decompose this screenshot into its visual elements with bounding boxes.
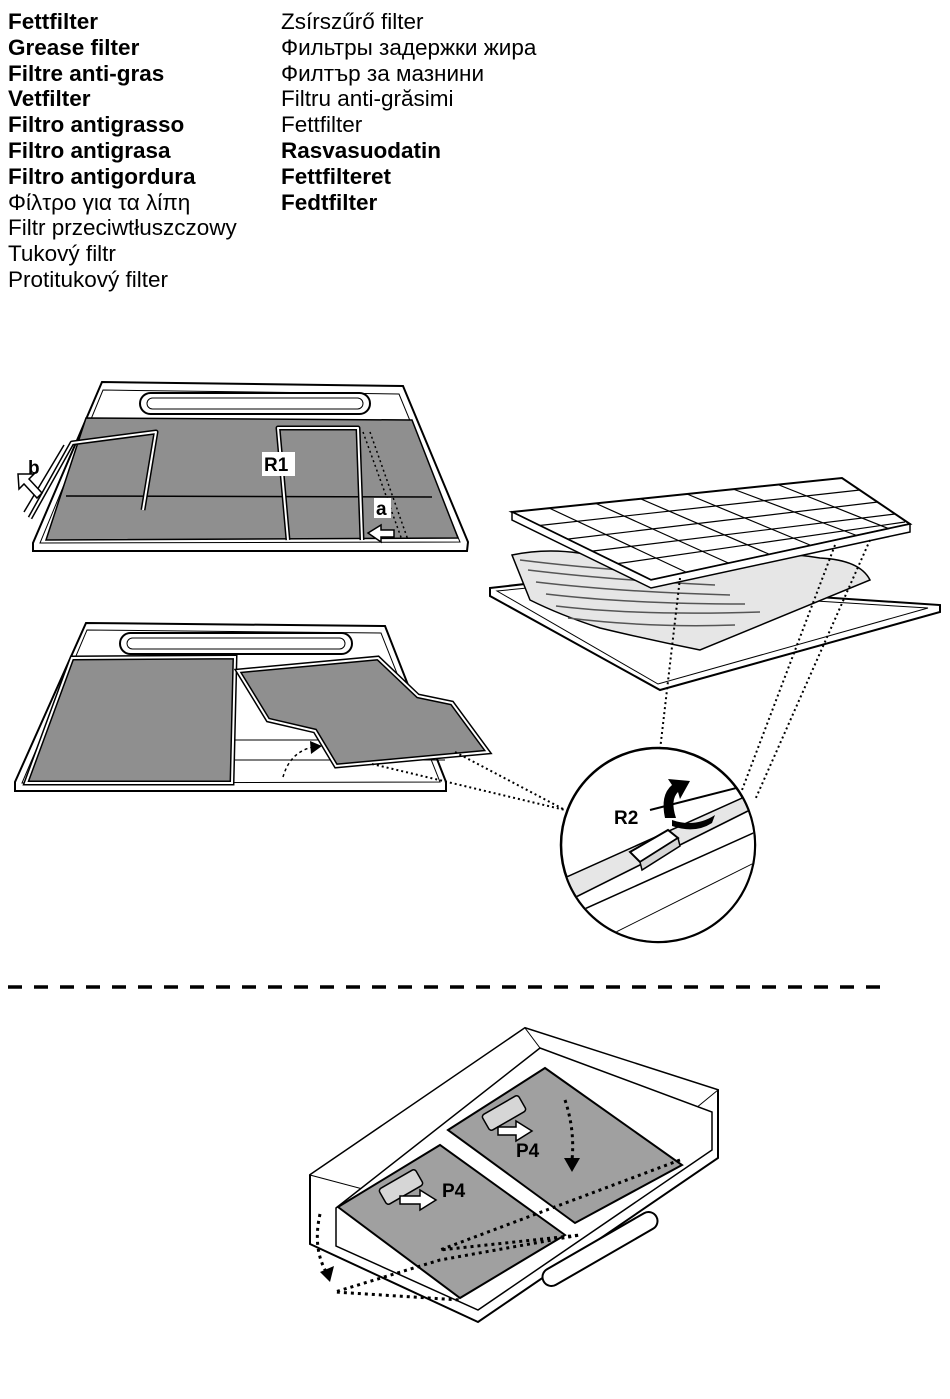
label-p4-lower: P4 (442, 1181, 466, 1202)
lang-item: Protitukový filter (8, 266, 169, 292)
filter-half-left (22, 654, 238, 786)
lang-item: Tukový filtr (8, 241, 116, 267)
arrow-up-left-icon (17, 473, 44, 500)
label-r2: R2 (614, 808, 638, 829)
label-r1: R1 (264, 455, 289, 476)
lang-item: Filtru anti-grăsimi (281, 86, 454, 112)
arrow-left-icon (366, 523, 395, 544)
lang-item: Grease filter (8, 34, 140, 60)
lang-item: Fettfilter (8, 9, 98, 34)
hood-underside (308, 1026, 720, 1324)
lang-item: Filtr przeciwtłuszczowy (8, 215, 237, 241)
label-a: a (376, 499, 387, 520)
lang-item: Фильтры задержки жира (281, 34, 537, 60)
lang-item: Fettfilter (281, 112, 363, 138)
grease-filter-mat (44, 417, 460, 541)
hood-panel-filters (14, 621, 566, 811)
detail-circle (559, 746, 757, 944)
lang-item: Filtro antigrasso (8, 112, 185, 138)
lang-item: Vetfilter (8, 86, 91, 112)
lang-item: Rasvasuodatin (281, 137, 442, 163)
arrow-curve-icon (310, 741, 322, 754)
lang-item: Филтър за мазнини (281, 60, 485, 86)
filter-assembly (489, 476, 941, 801)
language-list-right: Zsírszűrő filter Фильтры задержки жира Ф… (281, 9, 536, 215)
label-p4-upper: P4 (516, 1141, 540, 1162)
lang-item: Zsírszűrő filter (281, 9, 424, 34)
lang-item: Filtro antigrasa (8, 137, 171, 163)
lang-item: Φίλτρο για τα λίπη (8, 189, 191, 215)
lang-item: Filtre anti-gras (8, 60, 165, 86)
lang-item: Fettfilteret (281, 163, 392, 189)
lang-item: Filtro antigordura (8, 163, 196, 189)
arrow-down-right-icon (399, 1188, 438, 1212)
arrow-down-right-icon (497, 1119, 534, 1143)
label-b: b (28, 458, 40, 479)
lang-item: Fedtfilter (281, 189, 378, 215)
language-list-left: Fettfilter Grease filter Filtre anti-gra… (8, 9, 237, 293)
hood-panel-clip (17, 380, 470, 552)
